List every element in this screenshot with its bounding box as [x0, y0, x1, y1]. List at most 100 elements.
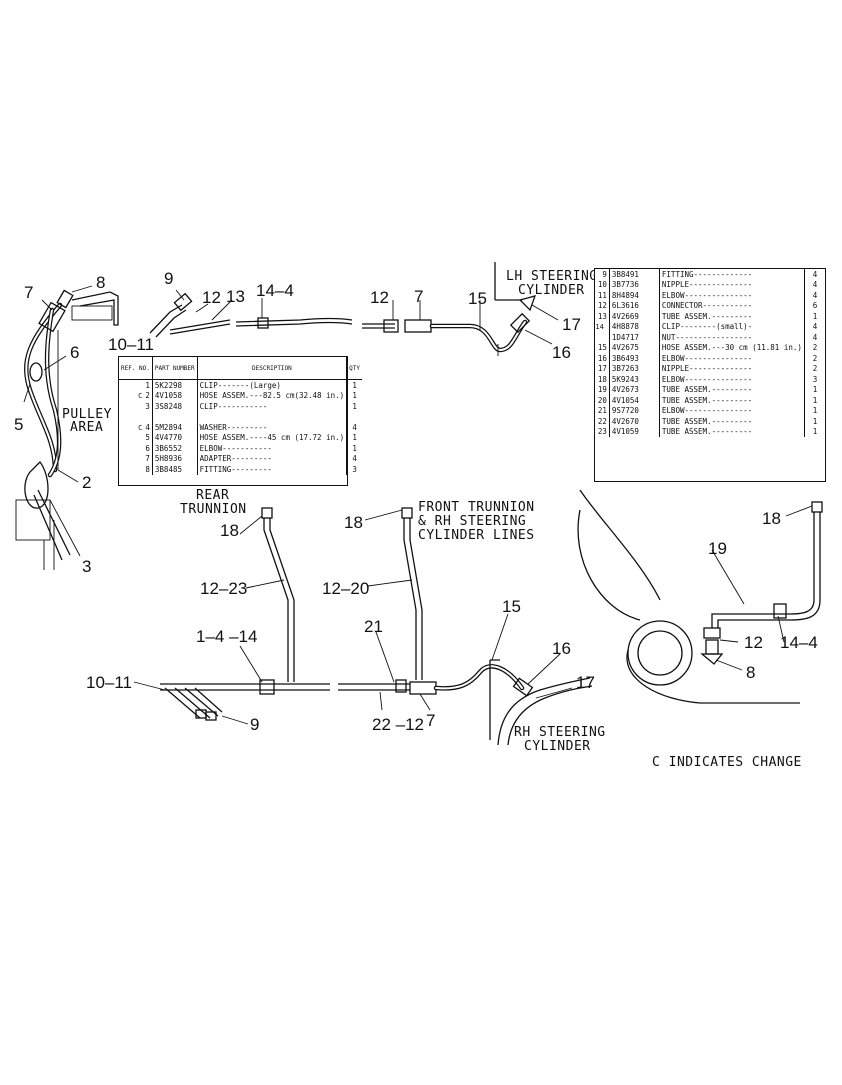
part-number-cell: 9S7720 — [609, 405, 660, 416]
qty-cell: 1 — [812, 427, 818, 437]
callout-17: 17 — [576, 673, 595, 692]
part-number-cell: 8H4894 — [609, 290, 660, 301]
part-number-cell: 5M2894 — [152, 422, 198, 433]
description-cell: TUBE ASSEM.--------- — [659, 395, 805, 406]
parts-table-header: REF. NO. PART NUMBER DESCRIPTION QTY — [119, 357, 362, 380]
ref-cell: 7 — [119, 453, 153, 464]
description-cell: NUT----------------- — [659, 332, 805, 343]
ref-number: 5 — [145, 433, 150, 443]
qty-cell: 2 — [812, 343, 818, 353]
ref-cell: 3 — [119, 401, 153, 412]
ref-number: 3 — [145, 401, 150, 411]
part-number-cell: 3B8491 — [609, 269, 660, 280]
ref-number: 23 — [597, 427, 607, 437]
description-cell: HOSE ASSEM.----45 cm (17.72 in.) — [197, 432, 348, 443]
qty-cell: 1 — [352, 401, 357, 411]
ref-number: 6 — [145, 443, 150, 453]
callout-22-12: 22 –12 — [372, 715, 424, 734]
qty-cell: 4 — [812, 322, 818, 332]
callout-18: 18 — [762, 509, 781, 528]
front-trunnion-label-line2: & RH STEERING — [418, 514, 526, 529]
ref-cell: 21 — [595, 405, 610, 416]
ref-cell: 18 — [595, 374, 610, 385]
ref-cell: 9 — [595, 269, 610, 280]
callout-1-4-14: 1–4 –14 — [196, 627, 257, 646]
callout-18: 18 — [344, 513, 363, 532]
description-cell: FITTING------------- — [659, 269, 805, 280]
front-trunnion-label-line1: FRONT TRUNNION — [418, 500, 535, 515]
ref-cell: 20 — [595, 395, 610, 406]
part-number-cell: 3B7736 — [609, 279, 660, 290]
change-flag: C — [138, 423, 143, 432]
callout-16: 16 — [552, 639, 571, 658]
ref-cell: 10 — [595, 279, 610, 290]
description-cell: ELBOW--------------- — [659, 405, 805, 416]
callout-12: 12 — [744, 633, 763, 652]
description-cell: ELBOW--------------- — [659, 290, 805, 301]
qty-cell: 3 — [352, 464, 357, 474]
pulley-area-assembly — [15, 285, 119, 570]
callout-18: 18 — [220, 521, 239, 540]
description-cell: CLIP-------(Large) — [197, 379, 348, 391]
callout-12: 12 — [202, 288, 221, 307]
ref-number: 20 — [597, 395, 607, 405]
ref-number: 12 — [597, 301, 607, 311]
callout-3: 3 — [82, 557, 91, 576]
ref-number: 4 — [145, 422, 150, 432]
ref-number: 10 — [597, 280, 607, 290]
qty-cell: 1 — [812, 311, 818, 321]
qty-cell: 1 — [812, 395, 818, 405]
part-number-cell: 5K2298 — [152, 379, 198, 391]
callout-15: 15 — [502, 597, 521, 616]
qty-cell — [347, 412, 362, 423]
lh-steering-cylinder-label-line2: CYLINDER — [518, 283, 585, 298]
change-flag: 14 — [595, 323, 604, 332]
qty-cell: 1 — [352, 391, 357, 401]
ref-cell: 19 — [595, 384, 610, 395]
callout-7: 7 — [414, 287, 423, 306]
qty-cell: 2 — [812, 353, 818, 363]
description-cell: FITTING--------- — [197, 464, 348, 475]
qty-cell: 4 — [812, 332, 818, 342]
qty-cell: 1 — [352, 443, 357, 453]
callout-6: 6 — [70, 343, 79, 362]
ref-number: 7 — [145, 454, 150, 464]
ref-cell — [119, 411, 153, 422]
description-cell: ELBOW----------- — [197, 443, 348, 454]
description-cell: TUBE ASSEM.--------- — [659, 416, 805, 427]
description-cell: CLIP----------- — [197, 401, 348, 412]
ref-cell: 23 — [595, 426, 610, 437]
ref-cell: 8 — [119, 464, 153, 475]
part-number-cell: 4V4770 — [152, 432, 198, 443]
part-number-cell: 4V2670 — [609, 416, 660, 427]
qty-cell: 6 — [812, 301, 818, 311]
callout-2: 2 — [82, 473, 91, 492]
qty-cell: 1 — [812, 406, 818, 416]
part-number-cell: 3B8485 — [152, 464, 198, 475]
ref-cell: 15 — [595, 342, 610, 353]
qty-cell: 1 — [812, 416, 818, 426]
lh-steering-hose-assembly — [362, 262, 559, 356]
ref-cell: 14 — [595, 321, 610, 332]
callout-10-11: 10–11 — [86, 673, 132, 692]
part-number-cell: 3B7263 — [609, 363, 660, 374]
part-number-cell: 5H8936 — [152, 453, 198, 464]
header-qty: QTY — [346, 357, 362, 380]
ref-number: 19 — [597, 385, 607, 395]
callout-7: 7 — [24, 283, 33, 302]
front-trunnion-assembly — [338, 507, 593, 746]
part-number-cell: 1D4717 — [609, 332, 660, 343]
